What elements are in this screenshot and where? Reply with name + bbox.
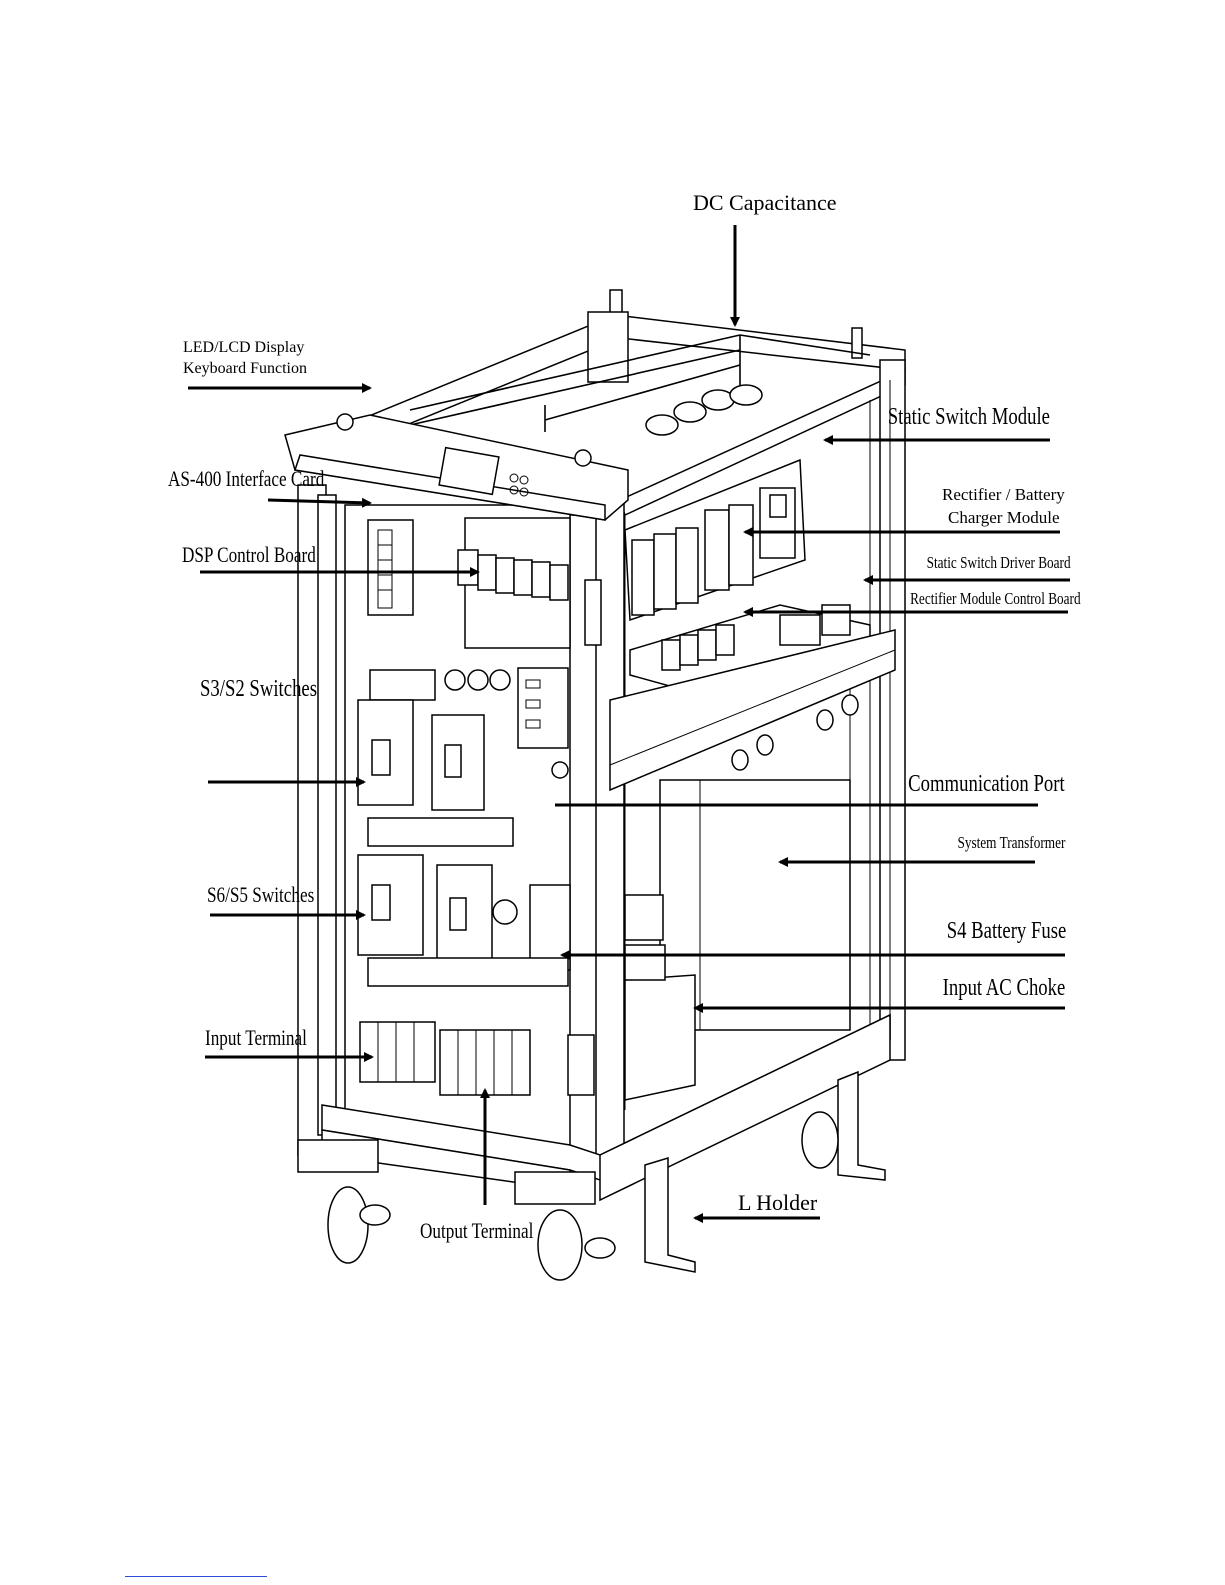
label-output-terminal: Output Terminal xyxy=(420,1218,534,1243)
label-led-lcd-display: LED/LCD Display xyxy=(183,339,305,356)
static-switch-and-rectifier-modules xyxy=(609,458,896,792)
label-communication-port: Communication Port xyxy=(908,771,1065,797)
l-holders-and-casters xyxy=(297,1070,886,1281)
dc-capacitors xyxy=(645,384,763,436)
label-s6-s5-switches: S6/S5 Switches xyxy=(207,882,315,907)
label-rectifier-module-control-board: Rectifier Module Control Board xyxy=(910,589,1081,608)
transformer-and-choke xyxy=(624,779,851,1101)
control-panel-console xyxy=(284,413,629,521)
label-static-switch-module: Static Switch Module xyxy=(887,404,1050,430)
label-input-terminal: Input Terminal xyxy=(205,1025,307,1050)
leader-arrows xyxy=(188,225,1070,1223)
label-dc-capacitance: DC Capacitance xyxy=(693,190,837,215)
label-as400-interface-card: AS-400 Interface Card xyxy=(168,466,325,491)
comm-port-area xyxy=(444,667,569,779)
label-s4-battery-fuse: S4 Battery Fuse xyxy=(946,918,1066,944)
label-static-switch-driver-board: Static Switch Driver Board xyxy=(927,553,1071,572)
label-charger-module: Charger Module xyxy=(948,508,1060,527)
footnote-rule xyxy=(125,1576,267,1577)
cabinet-frame xyxy=(297,289,906,1202)
label-l-holder: L Holder xyxy=(738,1190,818,1215)
front-boards xyxy=(367,517,571,649)
label-input-ac-choke: Input AC Choke xyxy=(942,975,1065,1001)
s6-s5-switch-block xyxy=(357,854,571,987)
label-dsp-control-board: DSP Control Board xyxy=(182,542,316,567)
label-rectifier-battery: Rectifier / Battery xyxy=(942,485,1065,504)
label-keyboard-function: Keyboard Function xyxy=(183,360,307,377)
label-s3-s2-switches: S3/S2 Switches xyxy=(200,676,318,702)
label-system-transformer: System Transformer xyxy=(957,833,1065,852)
terminal-blocks xyxy=(359,579,602,1096)
s3-s2-switch-block xyxy=(357,669,514,847)
